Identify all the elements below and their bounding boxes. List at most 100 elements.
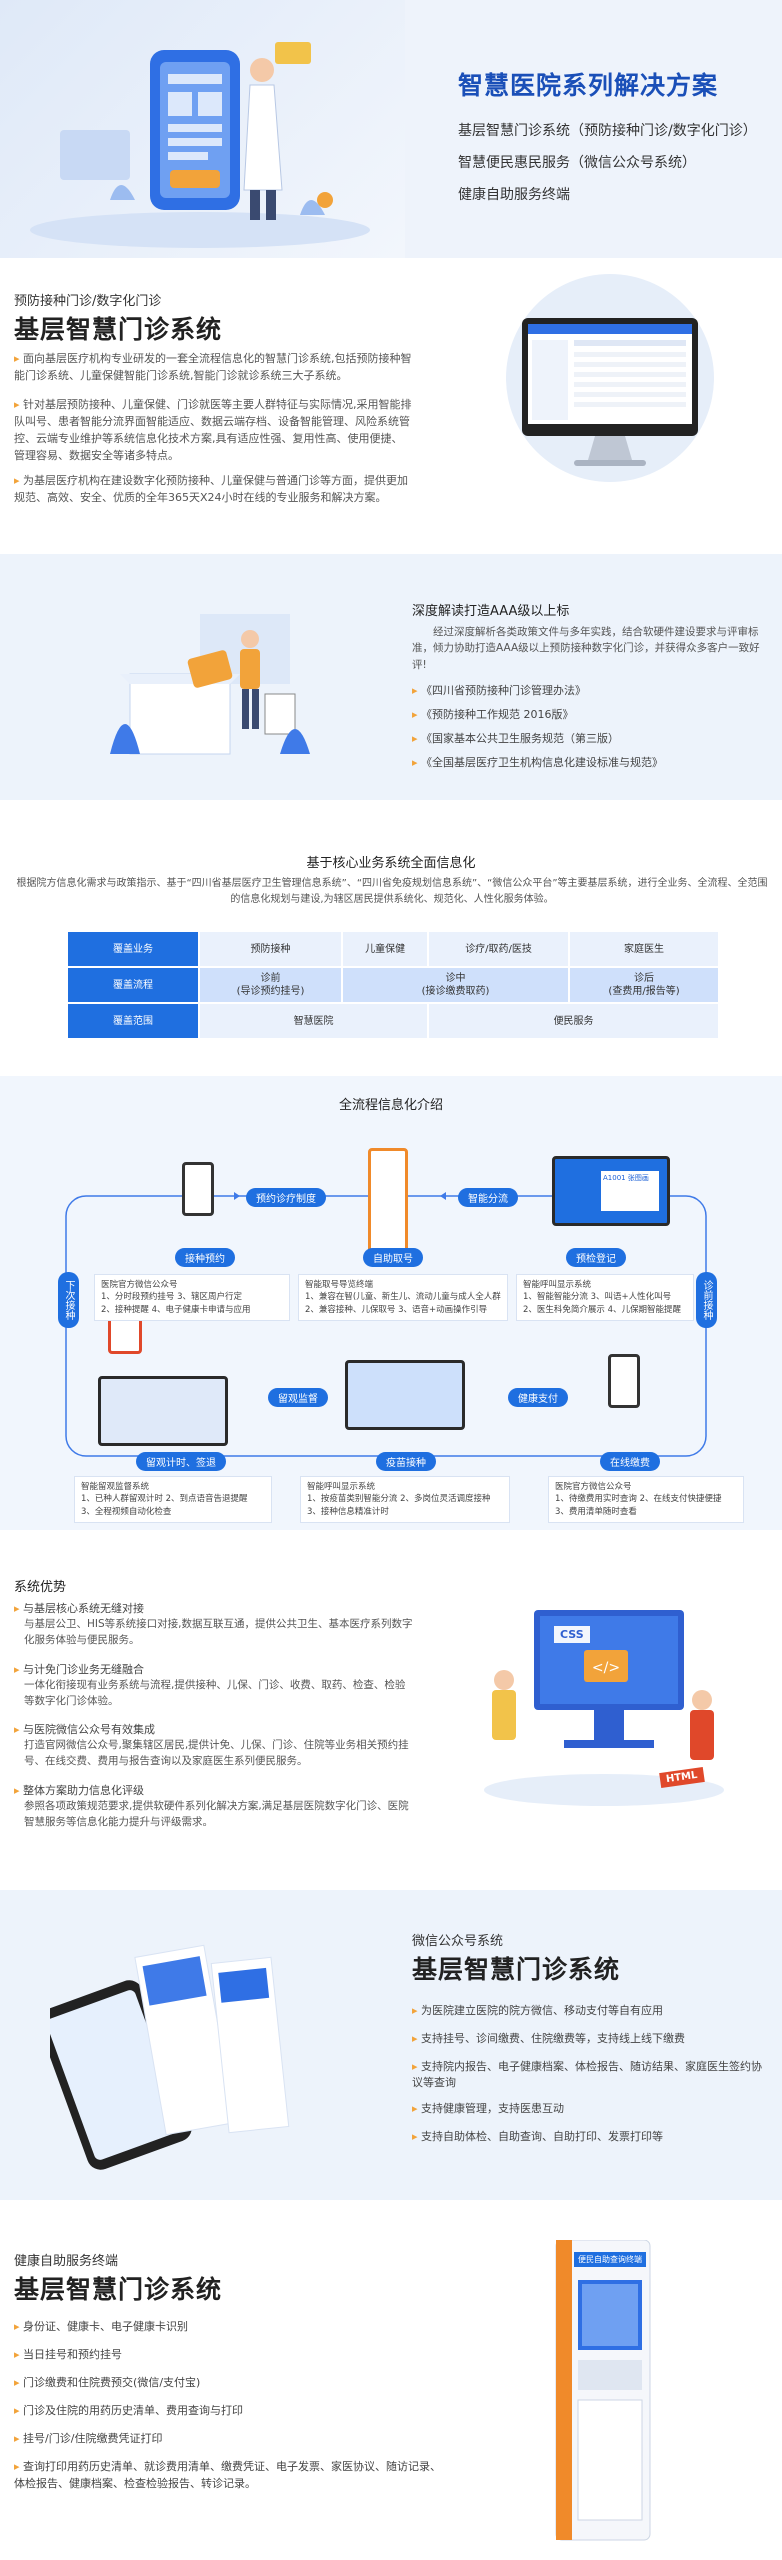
wechat-system-section: 微信公众号系统 基层智慧门诊系统 为医院建立医院的院方微信、移动支付等自有应用 … (0, 1890, 782, 2200)
table-row: 覆盖业务 预防接种 儿童保健 诊疗/取药/医技 家庭医生 (66, 930, 720, 968)
section-title: 全流程信息化介绍 (338, 1098, 443, 1113)
aaa-standard-section: 深度解读打造AAA级以上标 经过深度解析各类政策文件与多年实践，结合软硬件建设要… (0, 554, 782, 800)
table-cell: 智慧医院 (197, 1002, 430, 1040)
intro-paragraph: 面向基层医疗机构专业研发的一套全流程信息化的智慧门诊系统,包括预防接种智能门诊系… (14, 350, 412, 384)
card-line: 智能呼叫显示系统 (523, 1280, 592, 1290)
table-cell: 诊疗/取药/医技 (427, 930, 571, 968)
table-cell: 诊后 (查费用/报告等) (568, 966, 720, 1004)
card-line: 1、按疫苗类别智能分流 2、多岗位灵活调度接种 (307, 1494, 491, 1505)
feature-item: 身份证、健康卡、电子健康卡识别 (14, 2318, 444, 2334)
doc-item: 《四川省预防接种门诊管理办法》 (412, 682, 586, 698)
section-title: 基于核心业务系统全面信息化 (306, 856, 476, 871)
card-line: 智能呼叫显示系统 (307, 1482, 376, 1492)
advantage-list: 与基层核心系统无缝对接 与基层公卫、HIS等系统接口对接,数据互联互通，提供公共… (14, 1600, 414, 1830)
card-line: 医院官方微信公众号 (101, 1280, 178, 1290)
advantage-text: 一体化衔接现有业务系统与流程,提供接种、儿保、门诊、收费、取药、检查、检验等数字… (24, 1678, 406, 1707)
row-header: 覆盖业务 (66, 930, 200, 968)
observation-screen-device (98, 1376, 228, 1446)
advantage-heading: 与计免门诊业务无缝融合 (14, 1661, 414, 1677)
info-card: 智能呼叫显示系统 1、按疫苗类别智能分流 2、多岗位灵活调度接种 3、接种信息精… (300, 1476, 510, 1523)
flow-step-label: 预检登记 (566, 1248, 626, 1267)
feature-item: 支持健康管理，支持医患互动 (412, 2100, 772, 2116)
table-cell: 便民服务 (427, 1002, 720, 1040)
card-line: 2、兼容接种、儿保取号 3、语音+动画操作引导 (305, 1304, 488, 1315)
table-cell: 儿童保健 (341, 930, 430, 968)
svg-text:</>: </> (592, 1660, 620, 1676)
clinic-system-section: 预防接种门诊/数字化门诊 基层智慧门诊系统 面向基层医疗机构专业研发的一套全流程… (0, 258, 782, 554)
phones-illustration (38, 1930, 310, 2170)
hero-item: 健康自助服务终端 (458, 187, 570, 203)
coverage-table: 覆盖业务 预防接种 儿童保健 诊疗/取药/医技 家庭医生 覆盖流程 诊前 (导诊… (66, 930, 720, 1040)
feature-item: 挂号/门诊/住院缴费凭证打印 (14, 2430, 444, 2446)
kiosk-device (368, 1148, 408, 1260)
card-line: 智能取号导览终端 (305, 1280, 374, 1290)
flow-step-label: 疫苗接种 (376, 1452, 436, 1471)
hero-item: 基层智慧门诊系统（预防接种门诊/数字化门诊） (458, 123, 757, 139)
feature-item: 支持自助体检、自助查询、自助打印、发票打印等 (412, 2128, 772, 2144)
tablet-device (108, 1316, 142, 1354)
intro-paragraph: 针对基层预防接种、儿童保健、门诊就医等主要人群特征与实际情况,采用智能排队叫号、… (14, 396, 412, 464)
table-cell: 诊中 (接诊缴费取药) (341, 966, 571, 1004)
flow-step-label: 自助取号 (363, 1248, 423, 1267)
advantage-text: 参照各项政策规范要求,提供软硬件系列化解决方案,满足基层医院数字化门诊、医院智慧… (24, 1799, 409, 1828)
table-row: 覆盖范围 智慧医院 便民服务 (66, 1002, 720, 1040)
info-card: 智能留观监督系统 1、已种人群留观计时 2、到点语音告退提醒 3、全程视频自动化… (74, 1476, 272, 1523)
row-header: 覆盖范围 (66, 1002, 200, 1040)
advantage-heading: 与医院微信公众号有效集成 (14, 1721, 414, 1737)
info-card: 智能呼叫显示系统 1、智能智能分流 3、叫语+人性化叫号 2、医生科免简介展示 … (516, 1274, 694, 1321)
feature-item: 为医院建立医院的院方微信、移动支付等自有应用 (412, 2002, 772, 2018)
table-cell: 诊前 (导诊预约挂号) (197, 966, 344, 1004)
feature-item: 支持院内报告、电子健康档案、体检报告、随访结果、家庭医生签约协议等查询 (412, 2058, 772, 2090)
developer-illustration: </> CSS HTML (474, 1590, 734, 1820)
flow-step-label: 接种预约 (175, 1248, 235, 1267)
card-line: 3、全程视频自动化检查 (81, 1506, 172, 1517)
feature-item: 查询打印用药历史清单、就诊费用清单、缴费凭证、电子发票、家医协议、随访记录、体检… (14, 2458, 444, 2492)
feature-item: 当日挂号和预约挂号 (14, 2346, 444, 2362)
advantage-text: 打造官网微信公众号,聚集辖区居民,提供计免、儿保、门诊、住院等业务相关预约挂号、… (24, 1739, 409, 1768)
card-line: 智能留观监督系统 (81, 1482, 150, 1492)
flow-step-label: 下次接种 (58, 1272, 79, 1328)
card-line: 2、接种提醒 4、电子健康卡申请与应用 (101, 1304, 251, 1315)
feature-item: 支持挂号、诊间缴费、住院缴费等，支持线上线下缴费 (412, 2030, 772, 2046)
feature-item: 门诊缴费和住院费预交(微信/支付宝) (14, 2374, 444, 2390)
flow-step-label: 健康支付 (508, 1388, 568, 1407)
hero-illustration (0, 0, 405, 258)
card-line: 1、待缴费用实时查询 2、在线支付快捷便捷 (555, 1494, 722, 1505)
self-service-terminal-section: 健康自助服务终端 基层智慧门诊系统 身份证、健康卡、电子健康卡识别 当日挂号和预… (0, 2200, 782, 2560)
table-cell: 预防接种 (197, 930, 344, 968)
vaccine-screen-device (345, 1360, 465, 1430)
kiosk-illustration: 便民自助查询终端 (548, 2239, 658, 2550)
doc-item: 《国家基本公共卫生服务规范（第三版） (412, 730, 619, 746)
screen-text: A1001 张图画 (601, 1171, 659, 1211)
doc-item: 《预防接种工作规范 2016版》 (412, 706, 574, 722)
hero-banner: 智慧医院系列解决方案 基层智慧门诊系统（预防接种门诊/数字化门诊） 智慧便民惠民… (0, 0, 782, 258)
advantage-text: 与基层公卫、HIS等系统接口对接,数据互联互通，提供公共卫生、基本医疗系列数字化… (24, 1618, 413, 1647)
card-line: 1、已种人群留观计时 2、到点语音告退提醒 (81, 1494, 248, 1505)
workflow-section: 全流程信息化介绍 A1001 张图画 预约诊疗制度 智能分流 接种预约 自助取号… (0, 1076, 782, 1530)
card-line: 医院官方微信公众号 (555, 1482, 632, 1492)
phone-device (608, 1354, 640, 1408)
hero-title: 智慧医院系列解决方案 (458, 71, 719, 100)
intro-paragraph: 为基层医疗机构在建设数字化预防接种、儿童保健与普通门诊等方面，提供更加规范、高效… (14, 472, 412, 506)
section-description: 根据院方信息化需求与政策指示、基于“四川省基层医疗卫生管理信息系统”、“四川省免… (16, 878, 768, 905)
flow-step-label: 留观监督 (268, 1388, 328, 1407)
section-title: 基层智慧门诊系统 (14, 2275, 223, 2304)
table-cell: 家庭医生 (568, 930, 720, 968)
css-label: CSS (554, 1626, 590, 1643)
feature-item: 门诊及住院的用药历史清单、费用查询与打印 (14, 2402, 444, 2418)
call-screen-device: A1001 张图画 (552, 1156, 670, 1226)
doc-item: 《全国基层医疗卫生机构信息化建设标准与规范》 (412, 754, 663, 770)
info-card: 医院官方微信公众号 1、分时段预约挂号 3、辖区周户行定 2、接种提醒 4、电子… (94, 1274, 290, 1321)
section-subtitle: 预防接种门诊/数字化门诊 (14, 294, 162, 309)
standard-illustration (100, 594, 330, 774)
flow-step-label: 在线缴费 (600, 1452, 660, 1471)
section-title: 系统优势 (14, 1580, 67, 1595)
section-subtitle: 微信公众号系统 (412, 1934, 504, 1949)
advantage-heading: 整体方案助力信息化评级 (14, 1782, 414, 1798)
flow-step-label: 智能分流 (458, 1188, 518, 1207)
flow-step-label: 留观计时、签退 (136, 1452, 226, 1471)
core-business-section: 基于核心业务系统全面信息化 根据院方信息化需求与政策指示、基于“四川省基层医疗卫… (0, 800, 782, 1076)
monitor-illustration (500, 268, 720, 508)
card-line: 3、费用清单随时查看 (555, 1506, 637, 1517)
card-line: 2、医生科免简介展示 4、儿保期智能提醒 (523, 1304, 682, 1315)
